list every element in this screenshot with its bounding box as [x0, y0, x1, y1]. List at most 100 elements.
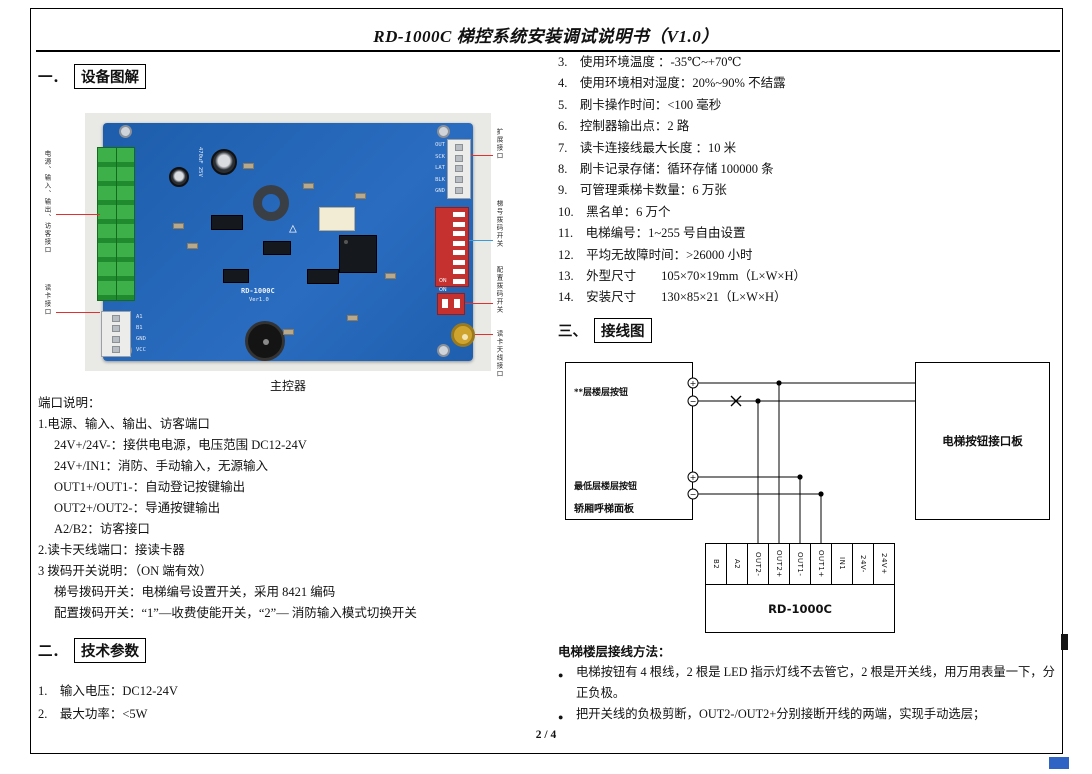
resistor	[283, 329, 294, 335]
bullet-text: 把开关线的负极剪断，OUT2-/OUT2+分别接断开线的两端，实现手动选层；	[576, 707, 986, 721]
callout-label-antenna-port: 读卡天线接口	[495, 330, 502, 378]
spec-list-left: 1. 输入电压：DC12-24V 2. 最大功率：<5W	[38, 680, 178, 726]
resistor	[347, 315, 358, 321]
callout-label-expansion-port: 扩展接口	[495, 128, 502, 160]
spec-item: 7. 读卡连接线最大长度 ：10 米	[558, 140, 737, 155]
pin-label: A1	[136, 314, 143, 320]
port-line: 配置拨码开关：“1”—收费使能开关，“2”— 消防输入模式切换开关	[54, 606, 417, 620]
interface-board-label: 电梯按钮接口板	[942, 436, 1023, 448]
wiring-method-list: ● 电梯按钮有 4 根线，2 根是 LED 指示灯线不去管它，2 根是开关线，用…	[558, 662, 1062, 728]
section-heading-specs: 二． 技术参数	[38, 638, 146, 663]
section-heading-wiring: 三、 接线图	[558, 318, 652, 343]
antenna-sma-connector	[451, 323, 475, 347]
callout-label-config-dip: 配置拨码开关	[495, 266, 502, 314]
screw-icon	[119, 125, 132, 138]
pin-label: OUT	[435, 142, 445, 148]
page-number: 2 / 4	[535, 729, 557, 741]
elevator-number-dip-switch: ON	[435, 207, 469, 287]
pin-label: GND	[136, 336, 146, 342]
ic-chip	[223, 269, 249, 283]
expansion-pin-labels: OUT SCK LAT BLK GND	[421, 140, 445, 198]
port-line: OUT1+/OUT1-：自动登记按键输出	[54, 480, 246, 494]
pin-label: GND	[435, 188, 445, 195]
dip-on-label: ON	[439, 287, 447, 293]
capacitor	[211, 149, 237, 175]
dip-slider	[453, 269, 465, 274]
terminal-cell: OUT1-	[790, 544, 811, 584]
spec-item: 2. 最大功率：<5W	[38, 707, 148, 721]
bottom-floor-button-label: 最低层楼层按钮	[574, 481, 638, 491]
screw-icon	[437, 344, 450, 357]
terminal-divider	[116, 148, 117, 300]
title-divider	[36, 50, 1060, 52]
pin-label: B1	[136, 325, 143, 331]
controller-box: B2 A2 OUT2- OUT2+ OUT1- OUT1+ IN1 24V- 2…	[705, 543, 895, 633]
buzzer-hole	[263, 339, 269, 345]
pin	[455, 154, 463, 162]
section-heading-device: 一． 设备图解	[38, 64, 146, 89]
callout-line	[56, 214, 100, 215]
terminal-label: 24V-	[859, 555, 867, 573]
terminal-cell: OUT2+	[769, 544, 790, 584]
resistor	[303, 183, 314, 189]
pin	[112, 335, 120, 343]
panel-caption: 轿厢呼梯面板	[574, 504, 634, 515]
port-line: 2.读卡天线端口：接读卡器	[38, 543, 185, 557]
section-number: 三、	[558, 324, 587, 340]
spec-item: 6. 控制器输出点：2 路	[558, 119, 690, 134]
spec-item: 1. 输入电压：DC12-24V	[38, 684, 178, 698]
terminal-label: A2	[733, 558, 741, 570]
scan-artifact-blue	[1049, 757, 1069, 769]
list-item: ● 电梯按钮有 4 根线，2 根是 LED 指示灯线不去管它，2 根是开关线，用…	[558, 662, 1062, 704]
spec-item: 3. 使用环境温度 ：-35℃~+70℃	[558, 55, 742, 69]
car-call-panel-box: **层楼层按钮 最低层楼层按钮 轿厢呼梯面板	[565, 362, 693, 520]
port-line: 梯号拨码开关：电梯编号设置开关，采用 8421 编码	[54, 585, 336, 599]
terminal-label: B2	[712, 558, 720, 570]
relay	[319, 207, 355, 231]
port-description: 端口说明： 1.电源、输入、输出、访客端口 24V+/24V-：接供电电源，电压…	[38, 393, 540, 624]
callout-line	[469, 240, 493, 241]
chip-dot	[344, 240, 348, 244]
reader-connector	[101, 311, 131, 357]
top-floor-button-label: **层楼层按钮	[574, 387, 629, 397]
spec-item: 13. 外型尺寸 105×70×19mm（L×W×H）	[558, 269, 806, 284]
spec-item: 4. 使用环境相对湿度：20%~90% 不结露	[558, 76, 786, 91]
terminal-label: OUT1-	[796, 551, 804, 577]
elevator-button-interface-box: 电梯按钮接口板	[915, 362, 1050, 520]
terminal-cell: IN1	[832, 544, 853, 584]
capacitor	[169, 167, 189, 187]
resistor	[243, 163, 254, 169]
screw-icon	[437, 125, 450, 138]
port-line: A2/B2：访客接口	[54, 522, 150, 536]
dip-slider	[453, 221, 465, 227]
pcb-board: A1 B1 GND VCC OUT SCK LAT BLK GND	[97, 123, 475, 361]
dip-slider	[442, 299, 448, 308]
dip-on-label: ON	[439, 278, 447, 284]
resistor	[355, 193, 366, 199]
callout-label-number-dip: 梯号拨码开关	[495, 200, 502, 248]
resistor	[187, 243, 198, 249]
page-frame	[30, 8, 1063, 754]
dip-slider	[453, 231, 465, 236]
terminal-cell: 24V+	[874, 544, 894, 584]
dip-slider	[453, 259, 465, 265]
callout-line	[475, 334, 493, 335]
reader-pin-labels: A1 B1 GND VCC	[136, 312, 146, 356]
pin-label: SCK	[435, 153, 445, 160]
pin-label: BLK	[435, 176, 445, 183]
terminal-row: B2 A2 OUT2- OUT2+ OUT1- OUT1+ IN1 24V- 2…	[706, 544, 894, 585]
port-line: 3 拨码开关说明：（ON 端有效）	[38, 564, 213, 578]
bullet-icon: ●	[558, 670, 564, 680]
expansion-connector	[447, 139, 471, 199]
capacitor-label: 470uF 25V	[197, 147, 203, 177]
spec-item: 5. 刷卡操作时间：<100 毫秒	[558, 97, 722, 112]
terminal-cell: B2	[706, 544, 727, 584]
pin	[455, 187, 463, 195]
controller-board-photo: A1 B1 GND VCC OUT SCK LAT BLK GND	[85, 113, 491, 371]
terminal-label: OUT1+	[817, 550, 825, 578]
spec-item: 12. 平均无故障时间：>26000 小时	[558, 247, 753, 262]
pin	[112, 345, 120, 353]
ic-chip	[211, 215, 243, 230]
resistor	[173, 223, 184, 229]
